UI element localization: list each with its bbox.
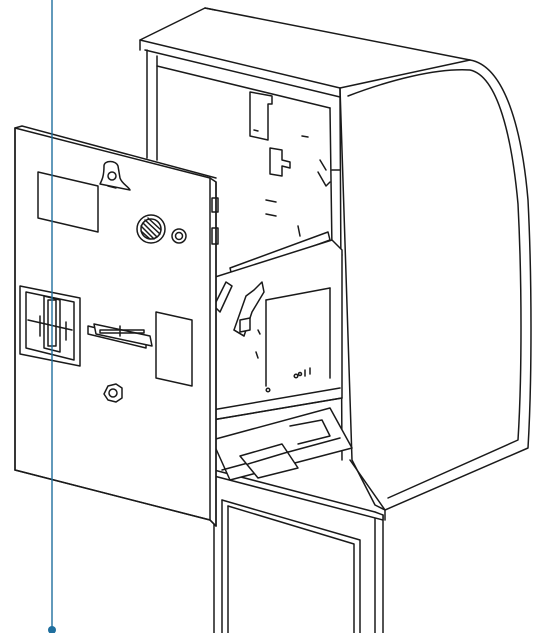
- housing-side: [339, 59, 532, 521]
- camera-module: [99, 160, 131, 191]
- card-slot: [87, 323, 153, 349]
- callout-dot: [48, 626, 56, 633]
- indicator-knob: [171, 228, 187, 244]
- drawer-box: [211, 239, 353, 481]
- pedestal: [213, 469, 384, 633]
- front-door-panel: [14, 125, 219, 527]
- callout-leader: [48, 0, 56, 633]
- door-components: [19, 160, 193, 403]
- housing-top: [139, 7, 471, 98]
- drawer-latches: [213, 281, 265, 337]
- bill-acceptor: [19, 285, 81, 367]
- display-window: [37, 171, 99, 233]
- printer-window: [155, 311, 193, 387]
- speaker-grille: [136, 214, 166, 244]
- lock-nut: [103, 383, 123, 403]
